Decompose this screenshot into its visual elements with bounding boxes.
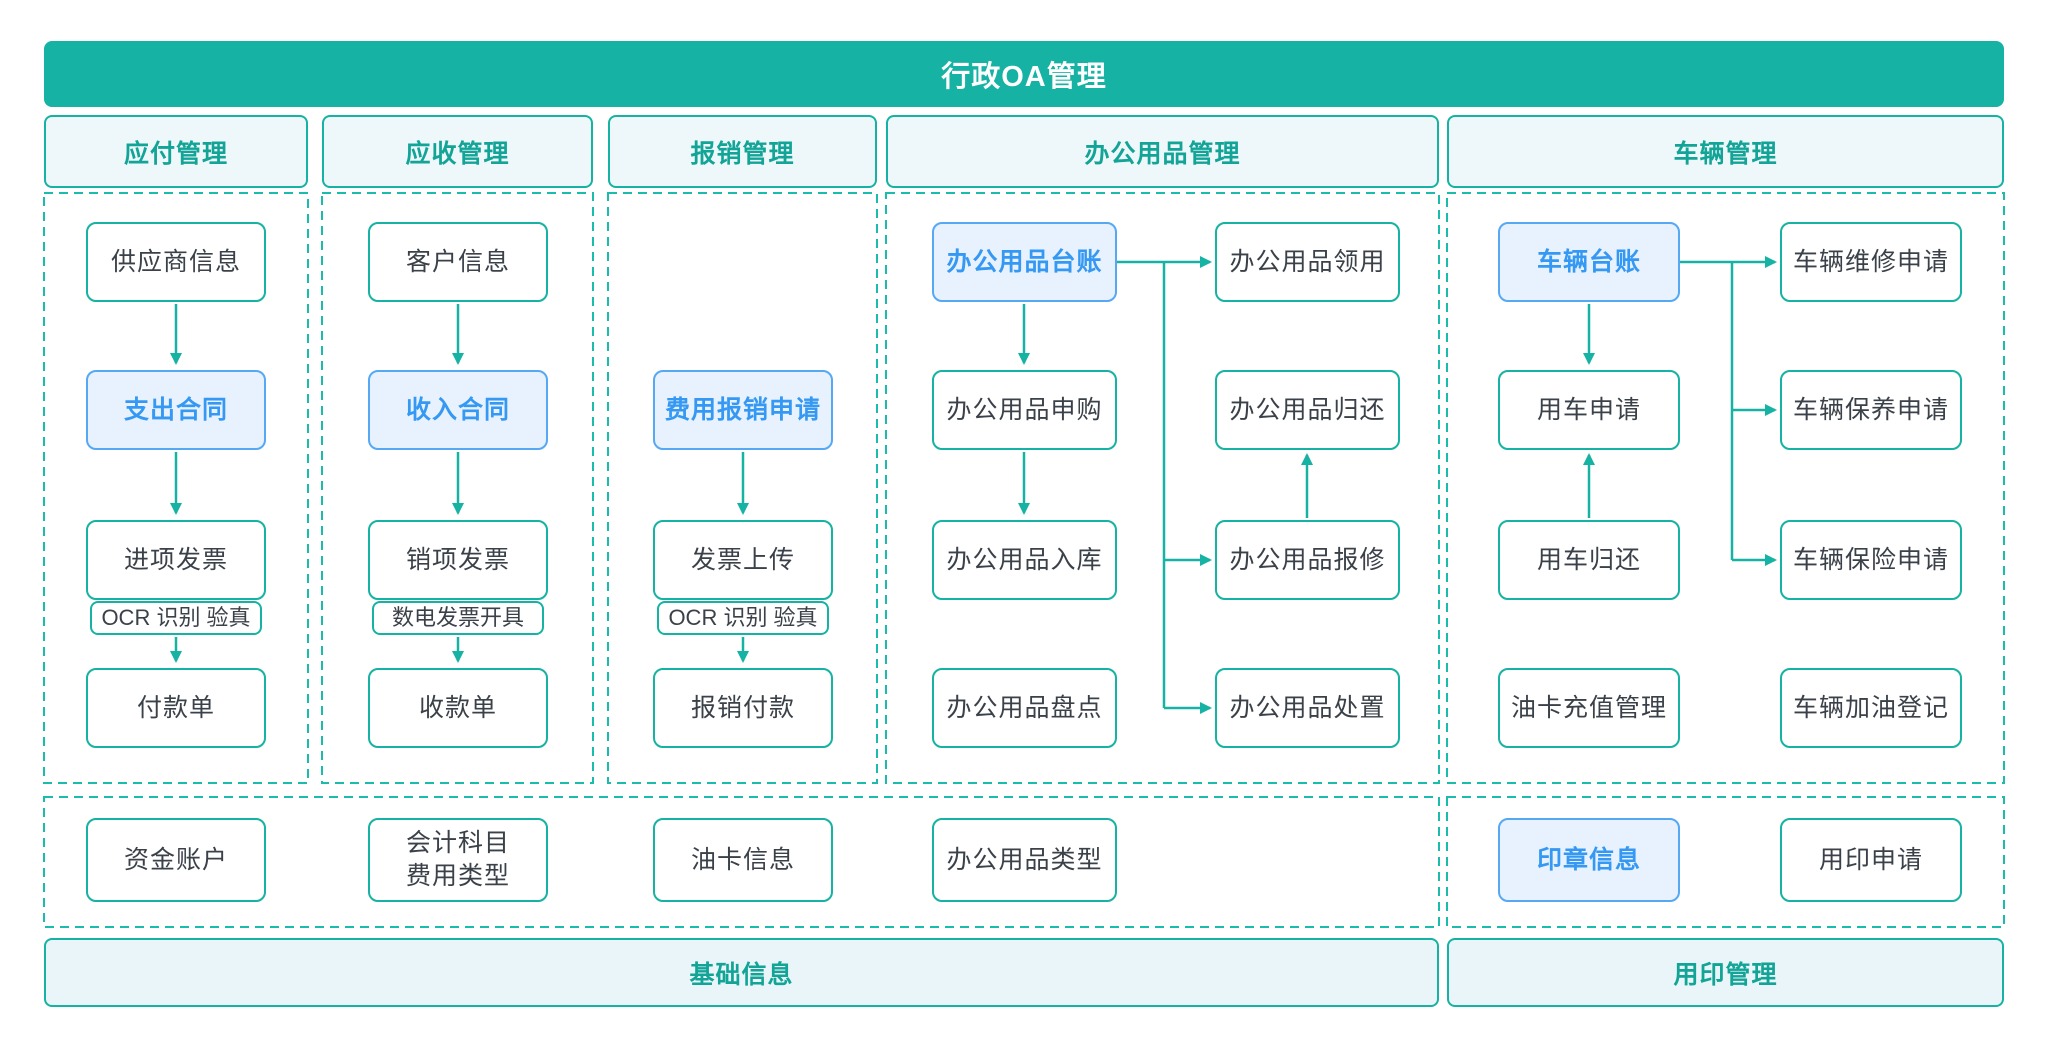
node-seal-apply: 用印申请 xyxy=(1780,818,1962,902)
node-income-contract: 收入合同 xyxy=(368,370,548,450)
reimburse-flow-container xyxy=(607,192,878,784)
node-vehicle-use-return: 用车归还 xyxy=(1498,520,1680,600)
node-vehicle-refuel-register: 车辆加油登记 xyxy=(1780,668,1962,748)
node-office-supply-purchase: 办公用品申购 xyxy=(932,370,1117,450)
footer-header-base-info: 基础信息 xyxy=(44,938,1439,1007)
node-digital-invoice-issue: 数电发票开具 xyxy=(372,601,544,635)
payable-flow-container xyxy=(43,192,309,784)
node-office-supply-requisition: 办公用品领用 xyxy=(1215,222,1400,302)
node-office-supply-repair: 办公用品报修 xyxy=(1215,520,1400,600)
section-header-office-supplies: 办公用品管理 xyxy=(886,115,1439,188)
node-vehicle-insurance-apply: 车辆保险申请 xyxy=(1780,520,1962,600)
node-payment-slip: 付款单 xyxy=(86,668,266,748)
node-expense-contract: 支出合同 xyxy=(86,370,266,450)
node-office-supply-disposal: 办公用品处置 xyxy=(1215,668,1400,748)
node-expense-claim: 费用报销申请 xyxy=(653,370,833,450)
node-input-invoice: 进项发票 xyxy=(86,520,266,600)
page-title: 行政OA管理 xyxy=(44,41,2004,107)
node-fund-account: 资金账户 xyxy=(86,818,266,902)
section-header-payable: 应付管理 xyxy=(44,115,308,188)
node-fuel-card-recharge: 油卡充值管理 xyxy=(1498,668,1680,748)
node-output-invoice: 销项发票 xyxy=(368,520,548,600)
node-vehicle-use-apply: 用车申请 xyxy=(1498,370,1680,450)
node-seal-info: 印章信息 xyxy=(1498,818,1680,902)
node-accounting-subject-expense-type: 会计科目 费用类型 xyxy=(368,818,548,902)
section-header-vehicle: 车辆管理 xyxy=(1447,115,2004,188)
office-supplies-flow-container xyxy=(885,192,1440,784)
node-customer-info: 客户信息 xyxy=(368,222,548,302)
node-vehicle-maintenance-apply: 车辆保养申请 xyxy=(1780,370,1962,450)
node-office-supply-type: 办公用品类型 xyxy=(932,818,1117,902)
node-office-supply-inbound: 办公用品入库 xyxy=(932,520,1117,600)
node-reimburse-payment: 报销付款 xyxy=(653,668,833,748)
section-header-receivable: 应收管理 xyxy=(322,115,593,188)
section-header-reimburse: 报销管理 xyxy=(608,115,877,188)
seal-mgmt-container xyxy=(1446,796,2005,928)
accounting-subject-line: 会计科目 xyxy=(405,829,510,857)
node-ocr-verify-payable: OCR 识别 验真 xyxy=(90,601,262,635)
node-supplier-info: 供应商信息 xyxy=(86,222,266,302)
receivable-flow-container xyxy=(321,192,594,784)
footer-header-seal-mgmt: 用印管理 xyxy=(1447,938,2004,1007)
node-office-supply-stocktake: 办公用品盘点 xyxy=(932,668,1117,748)
vehicle-flow-container xyxy=(1446,192,2005,784)
node-ocr-verify-reimburse: OCR 识别 验真 xyxy=(657,601,829,635)
base-info-container xyxy=(43,796,1440,928)
node-vehicle-ledger: 车辆台账 xyxy=(1498,222,1680,302)
node-office-supply-return: 办公用品归还 xyxy=(1215,370,1400,450)
node-invoice-upload: 发票上传 xyxy=(653,520,833,600)
expense-type-line: 费用类型 xyxy=(405,862,510,890)
node-receipt-slip: 收款单 xyxy=(368,668,548,748)
node-vehicle-repair-apply: 车辆维修申请 xyxy=(1780,222,1962,302)
node-office-supply-ledger: 办公用品台账 xyxy=(932,222,1117,302)
node-fuel-card-info: 油卡信息 xyxy=(653,818,833,902)
